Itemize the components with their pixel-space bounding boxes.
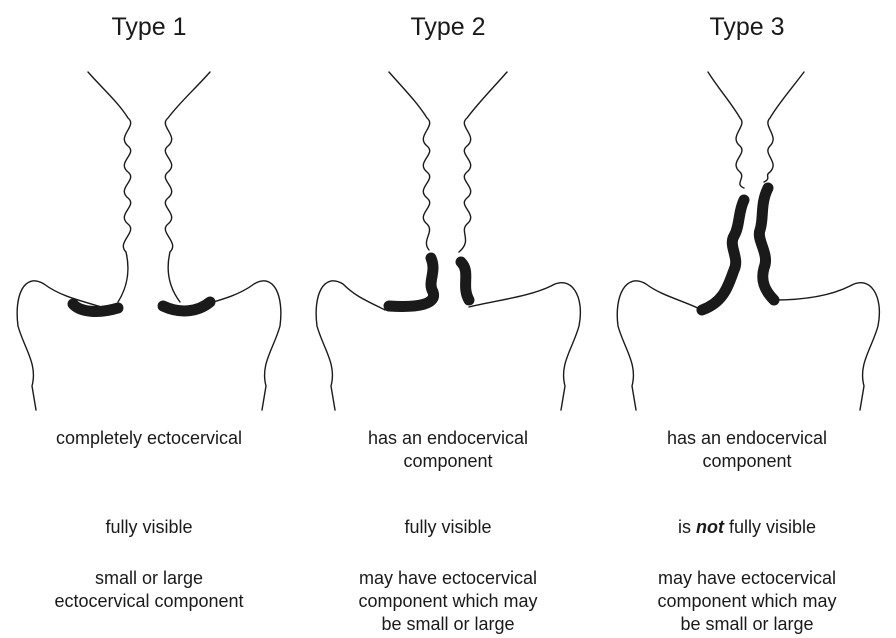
type-2-panel: Type 2 has an endocervical component ful… bbox=[299, 0, 597, 638]
type-2-left-transformation-zone bbox=[389, 258, 434, 306]
type-1-panel: Type 1 completely ectocervical fully vis… bbox=[0, 0, 298, 638]
type-3-ectocervical-text: may have ectocervical component which ma… bbox=[598, 567, 896, 636]
type-3-cervix-diagram bbox=[598, 64, 896, 410]
type-2-cervix-outline bbox=[316, 281, 385, 410]
type-3-right-canal-wall bbox=[764, 72, 804, 182]
type-1-ectocervical-text: small or large ectocervical component bbox=[0, 567, 298, 613]
type-2-right-transformation-zone bbox=[461, 262, 469, 300]
type-3-visibility-text: is not fully visible bbox=[598, 516, 896, 539]
type-1-visibility-text: fully visible bbox=[0, 516, 298, 539]
type-2-visibility-text: fully visible bbox=[299, 516, 597, 539]
type-3-title: Type 3 bbox=[598, 12, 896, 42]
type-2-title: Type 2 bbox=[299, 12, 597, 42]
type-3-left-transformation-zone bbox=[702, 200, 744, 310]
type-3-cervix-outline bbox=[774, 283, 879, 410]
type-3-right-transformation-zone bbox=[759, 188, 774, 300]
type-1-right-transformation-zone bbox=[163, 302, 210, 311]
type-2-cervix-diagram bbox=[299, 64, 597, 410]
type-2-cervix-outline bbox=[469, 283, 580, 410]
type-1-cervix-diagram bbox=[0, 64, 298, 410]
type-3-cervix-outline bbox=[617, 281, 702, 410]
type-2-right-canal-wall bbox=[459, 72, 507, 252]
type-2-location-text: has an endocervical component bbox=[299, 427, 597, 473]
type-1-cervix-outline bbox=[186, 281, 281, 410]
type-1-left-canal-wall bbox=[88, 72, 131, 302]
type-1-title: Type 1 bbox=[0, 12, 298, 42]
type-3-left-canal-wall bbox=[708, 72, 744, 188]
type-1-location-text: completely ectocervical bbox=[0, 427, 298, 450]
type-3-panel: Type 3 has an endocervical component is … bbox=[598, 0, 896, 638]
type-1-cervix-outline bbox=[17, 281, 112, 410]
type-2-left-canal-wall bbox=[389, 72, 430, 250]
type-2-ectocervical-text: may have ectocervical component which ma… bbox=[299, 567, 597, 636]
type-3-location-text: has an endocervical component bbox=[598, 427, 896, 473]
type-1-right-canal-wall bbox=[165, 72, 210, 302]
